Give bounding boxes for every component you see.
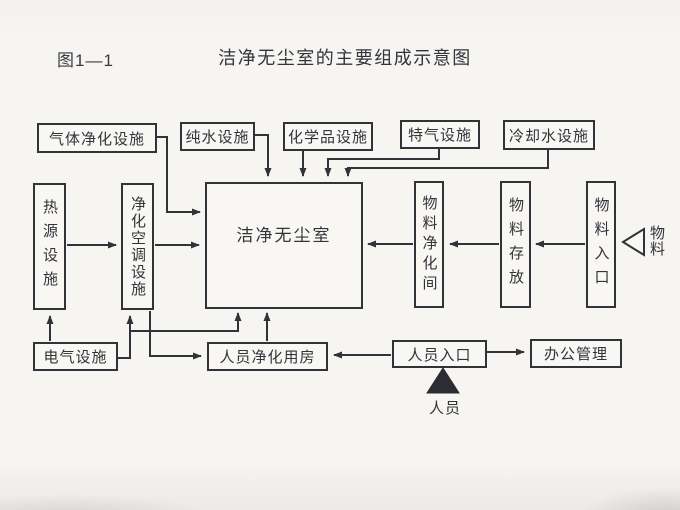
node-electrical: 电气设施 (33, 342, 118, 371)
node-cleanroom-label: 洁净无尘室 (236, 226, 332, 245)
node-material-storage-label: 物料存放 (507, 196, 524, 293)
node-material-purification-label: 物料净化间 (420, 194, 438, 295)
connector-cooling-water-to-cleanroom (344, 150, 549, 177)
connector-electrical-to-cleanroom (130, 312, 242, 332)
node-hvac-label: 净化空调设施 (129, 195, 146, 298)
personnel-flow-label: 人员 (428, 400, 461, 417)
connector-pure-water-to-cleanroom (255, 134, 272, 177)
node-office: 办公管理 (530, 339, 622, 368)
node-material-entrance-label: 物料入口 (592, 196, 610, 293)
figure-title: 洁净无尘室的主要组成示意图 (218, 48, 472, 68)
personnel-entry-triangle-icon (426, 367, 460, 394)
node-pure-water-label: 纯水设施 (185, 129, 250, 146)
node-special-gas-label: 特气设施 (407, 127, 472, 144)
node-chemical-label: 化学品设施 (287, 129, 368, 146)
connector-hvac-to-personnel-purification (149, 311, 202, 360)
node-hvac: 净化空调设施 (121, 183, 154, 310)
connector-electrical-to-hvac (118, 315, 134, 359)
node-cooling-water-label: 冷却水设施 (508, 127, 589, 145)
node-heat-source-label: 热源设施 (41, 198, 58, 295)
node-electrical-label: 电气设施 (43, 349, 108, 366)
node-special-gas: 特气设施 (400, 120, 480, 149)
node-personnel-entrance-label: 人员入口 (407, 346, 472, 364)
material-flow-label: 物料 (648, 225, 665, 257)
node-pure-water: 纯水设施 (180, 122, 255, 151)
node-cleanroom: 洁净无尘室 (205, 182, 363, 309)
node-material-entrance: 物料入口 (586, 181, 616, 308)
material-entry-triangle-icon (621, 227, 645, 257)
node-personnel-purification-label: 人员净化用房 (219, 349, 316, 366)
node-gas-purification: 气体净化设施 (37, 123, 157, 153)
figure-number: 图1—1 (57, 51, 114, 70)
node-personnel-purification: 人员净化用房 (207, 342, 328, 371)
node-material-storage: 物料存放 (500, 181, 531, 308)
node-material-purification: 物料净化间 (414, 181, 444, 308)
node-gas-purification-label: 气体净化设施 (48, 130, 145, 148)
node-heat-source: 热源设施 (33, 183, 66, 310)
node-office-label: 办公管理 (543, 346, 608, 363)
node-personnel-entrance: 人员入口 (392, 340, 487, 368)
node-chemical: 化学品设施 (283, 122, 373, 151)
connector-special-gas-to-cleanroom (324, 149, 440, 177)
connector-gas-purification-to-cleanroom (157, 136, 201, 216)
node-cooling-water: 冷却水设施 (503, 120, 595, 150)
